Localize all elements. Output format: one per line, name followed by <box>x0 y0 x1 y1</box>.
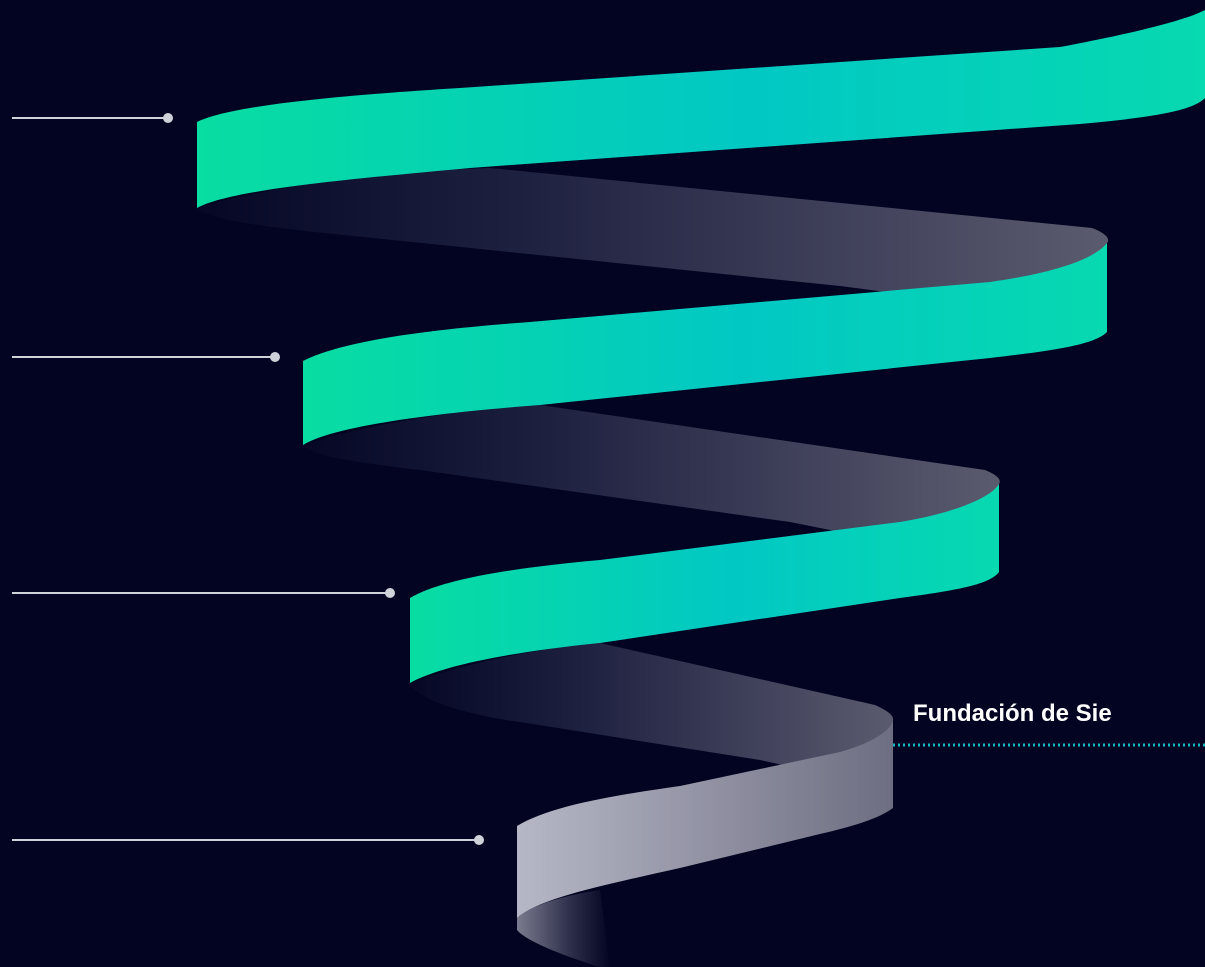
ribbon-back-segment-3 <box>410 643 894 808</box>
callout-connector-2 <box>12 352 280 362</box>
ribbon-back-segment-2 <box>303 405 1000 572</box>
stage-label: Fundación de Sie <box>913 700 1112 727</box>
ribbon-front-segment-3 <box>410 484 999 683</box>
callout-connector-3 <box>12 588 395 598</box>
ribbon-front-segment-2 <box>303 243 1107 445</box>
callout-connector-4 <box>12 835 484 845</box>
callout-connector-1 <box>12 113 173 123</box>
ribbon-tip-underside <box>517 890 610 967</box>
ribbon-back-segment-1 <box>197 168 1109 332</box>
ribbon-tip-segment <box>517 721 893 918</box>
ribbon-front-segment-1 <box>197 10 1205 208</box>
